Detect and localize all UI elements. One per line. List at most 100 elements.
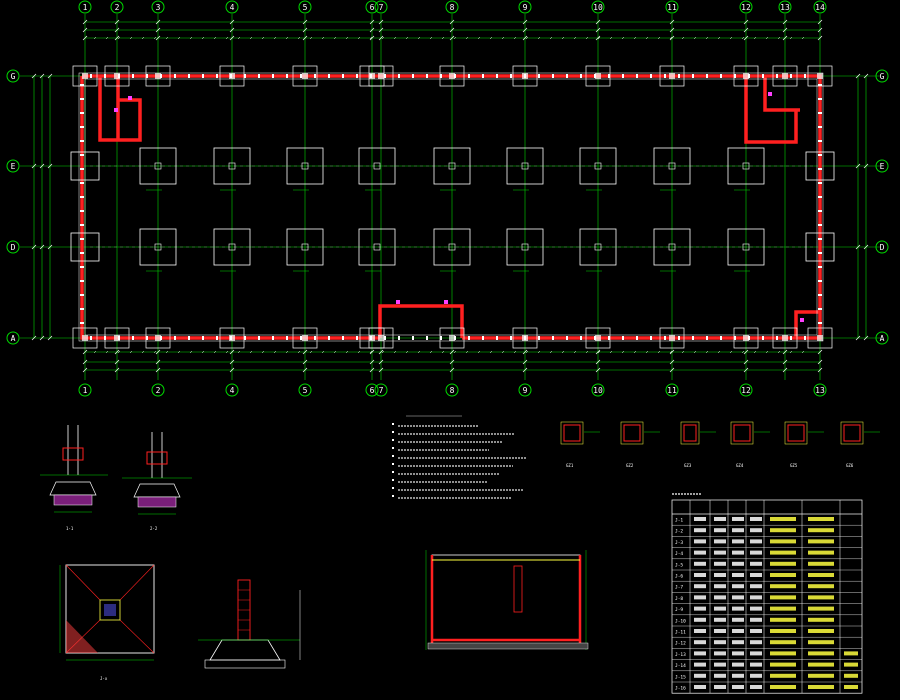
dim-tick (669, 349, 675, 355)
pad-column (595, 73, 601, 79)
wall-mark (720, 74, 722, 78)
dim-tick-minor (321, 36, 325, 40)
dim-tick (743, 367, 749, 373)
dim-tick-minor (753, 350, 757, 354)
table-row-label: J-14 (675, 663, 686, 669)
column (154, 243, 162, 251)
table-cell-value (732, 517, 744, 521)
table-frame (671, 499, 863, 694)
dim-tick (31, 73, 37, 79)
dim-tick (114, 359, 120, 365)
table-cell-value (714, 539, 726, 544)
table-cell-rebar (808, 573, 834, 577)
axis-label-side: G (880, 72, 885, 81)
foundation-walls (80, 74, 822, 340)
dim-tick-minor (729, 350, 733, 354)
dim-tick (782, 19, 788, 25)
column (521, 162, 529, 170)
note-bullet (392, 495, 394, 497)
dim-tick-minor (705, 350, 709, 354)
table-cell-value (714, 517, 726, 521)
frame-section-detail (425, 550, 589, 650)
wall-mark (80, 112, 84, 114)
wall-mark (258, 74, 260, 78)
column-section-label: GZ5 (790, 463, 798, 468)
dim-tick (47, 73, 53, 79)
dim-tick-minor (789, 350, 793, 354)
column-footing (433, 147, 471, 185)
dim-tick-minor (765, 36, 769, 40)
wall-mark (384, 336, 386, 340)
dim-tick-minor (321, 350, 325, 354)
dim-tick (743, 27, 749, 33)
axis-bubble-top (739, 0, 753, 14)
table-cell-value (750, 629, 762, 633)
perimeter-pad (72, 327, 98, 349)
wall-mark (692, 336, 694, 340)
axis-label-side: D (11, 243, 16, 252)
table-cell-value (750, 517, 762, 521)
dim-tick (82, 349, 88, 355)
note-bullet (392, 471, 394, 473)
axis-bubble-side (875, 331, 889, 345)
axis-bubble-side (6, 331, 20, 345)
axis-bubble-top (665, 0, 679, 14)
dim-tick-minor (393, 36, 397, 40)
axis-bubble-bottom (665, 383, 679, 397)
wall-mark (636, 74, 638, 78)
table-row-label: J-10 (675, 618, 686, 624)
wall-mark (818, 112, 822, 114)
dim-tick-minor (717, 36, 721, 40)
dim-tick-minor (225, 350, 229, 354)
dim-tick-minor (573, 350, 577, 354)
dim-tick-minor (369, 350, 373, 354)
wall-mark (608, 336, 610, 340)
footing-plan-label: J-x (100, 676, 108, 681)
dim-tick (114, 19, 120, 25)
dim-tick (47, 335, 53, 341)
table-row-label: J-4 (675, 551, 683, 557)
dim-tick (369, 19, 375, 25)
axis-bubble-bottom (445, 383, 459, 397)
column (594, 243, 602, 251)
dim-tick-minor (585, 350, 589, 354)
dim-tick (449, 359, 455, 365)
dim-tick (449, 349, 455, 355)
wall-mark (818, 196, 822, 198)
axis-label-side: A (11, 334, 16, 343)
pad-column (782, 73, 788, 79)
dim-tick-minor (645, 350, 649, 354)
dim-tick (369, 359, 375, 365)
dim-tick-minor (561, 36, 565, 40)
column (301, 243, 309, 251)
column-section-label: GZ2 (626, 463, 634, 468)
axis-bubble-top (365, 0, 379, 14)
wall-mark (454, 336, 456, 340)
note-bullet (392, 479, 394, 481)
dim-tick (378, 19, 384, 25)
axis-label-side: E (11, 162, 16, 171)
column-section (563, 424, 581, 442)
wall-mark (706, 74, 708, 78)
dim-tick (82, 27, 88, 33)
dim-tick-minor (549, 36, 553, 40)
dim-tick-minor (489, 36, 493, 40)
table-cell-value (694, 685, 706, 689)
wall-mark (202, 336, 204, 340)
table-cell-value (694, 629, 706, 633)
dim-tick-minor (309, 36, 313, 40)
axis-bubble-side (875, 240, 889, 254)
wall-mark (80, 266, 84, 268)
column (228, 162, 236, 170)
wall-mark (370, 74, 372, 78)
wall-mark (90, 336, 92, 340)
dimension-ticks (31, 19, 869, 373)
wall-mark (300, 74, 302, 78)
column-footing (286, 147, 324, 185)
dim-tick (369, 35, 375, 41)
wall-mark (594, 336, 596, 340)
wall-mark (762, 74, 764, 78)
table-row-label: J-12 (675, 641, 686, 647)
dim-tick (47, 163, 53, 169)
